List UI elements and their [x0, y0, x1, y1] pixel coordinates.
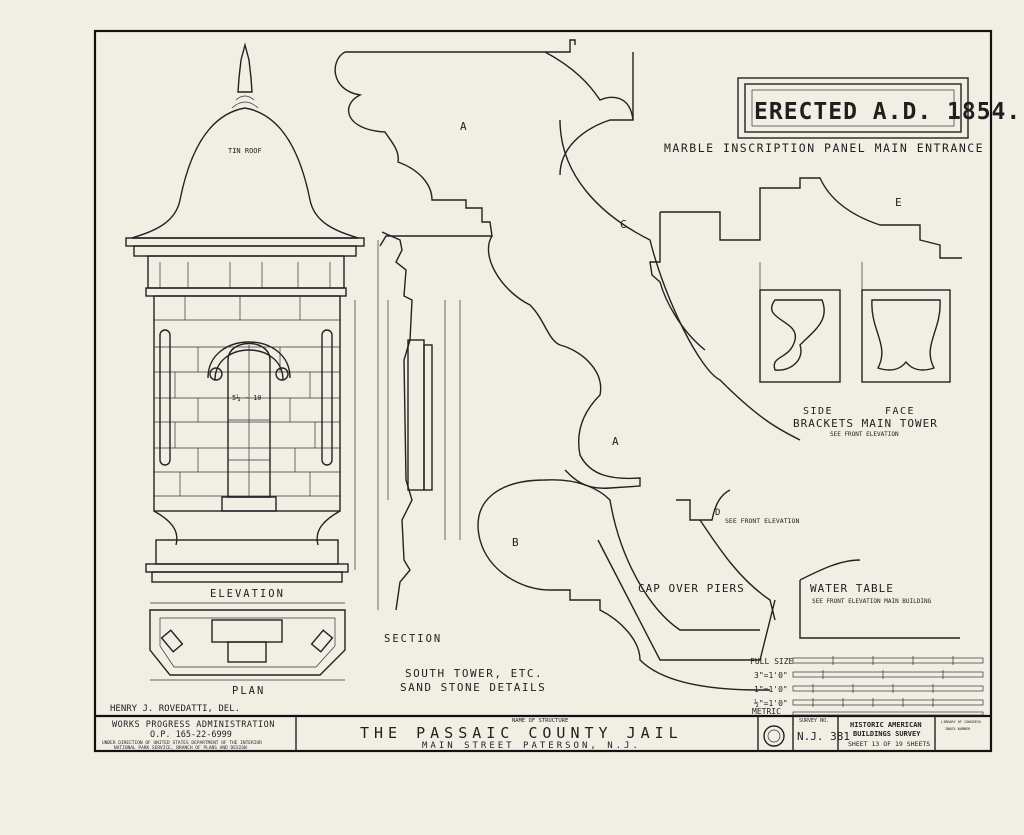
inscription-panel — [737, 77, 969, 139]
structure-name: THE PASSAIC COUNTY JAIL — [360, 724, 683, 742]
project-number: O.P. 165-22-6999 — [150, 730, 232, 740]
profile-label-d: D — [715, 508, 720, 518]
profile-label-c: C — [620, 218, 627, 231]
profile-label-e: E — [895, 196, 902, 209]
elevation-label: ELEVATION — [210, 588, 285, 600]
profile-a-lower — [487, 119, 801, 489]
tin-roof-note: TIN ROOF — [228, 147, 262, 155]
loc-note-1: LIBRARY OF CONGRESS — [941, 720, 981, 724]
sheet-border — [93, 29, 993, 753]
brackets-main-tower — [759, 262, 951, 383]
cap-over-piers-label: CAP OVER PIERS — [638, 582, 745, 595]
water-table-label: WATER TABLE — [810, 582, 894, 595]
section-label: SECTION — [384, 633, 442, 645]
profile-label-a-lower: A — [612, 435, 619, 448]
profile-a-upper — [334, 39, 634, 247]
direction-line-1: UNDER DIRECTION OF UNITED STATES DEPARTM… — [102, 740, 262, 746]
tower-section — [381, 231, 461, 611]
elevation-dimensions — [354, 240, 389, 610]
profile-label-a-upper: A — [460, 120, 467, 133]
scale-1in: 1"=1'0" — [754, 685, 788, 694]
profile-c — [544, 51, 962, 351]
tower-plan — [149, 602, 346, 681]
structure-location: MAIN STREET PATERSON, N.J. — [422, 741, 641, 751]
drafter-credit: HENRY J. ROVEDATTI, DEL. — [110, 704, 240, 714]
habs-line-1: HISTORIC AMERICAN — [850, 721, 922, 729]
brackets-note: SEE FRONT ELEVATION — [830, 431, 899, 438]
brackets-face-label: FACE — [885, 406, 915, 417]
d-note: SEE FRONT ELEVATION — [725, 517, 799, 525]
survey-no-caption: SURVEY NO. — [799, 718, 829, 724]
tower-title-line-2: SAND STONE DETAILS — [400, 681, 546, 694]
water-table — [799, 559, 960, 639]
name-of-structure-caption: NAME OF STRUCTURE — [512, 718, 568, 724]
brackets-side-label: SIDE — [803, 406, 833, 417]
scale-half-in: ½"=1'0" — [754, 698, 788, 708]
profile-label-b: B — [512, 536, 519, 549]
graphic-scales — [792, 656, 984, 716]
sheet-info: SHEET 13 OF 19 SHEETS — [848, 740, 930, 748]
scale-full-size: FULL SIZE — [750, 657, 794, 666]
profile-b — [477, 479, 776, 691]
habs-line-2: BUILDINGS SURVEY — [853, 730, 921, 738]
window-dimension: 5¼ · 10 — [232, 394, 262, 402]
title-block-dividers — [295, 716, 936, 751]
scale-3in: 3"=1'0" — [754, 671, 788, 680]
tower-elevation — [125, 42, 365, 583]
scale-metric: METRIC — [752, 707, 781, 716]
profile-d — [676, 489, 776, 621]
inscription-text: ERECTED A.D. 1854. — [754, 99, 1021, 125]
loc-note-2: INDEX NUMBER — [945, 727, 971, 731]
inscription-caption: MARBLE INSCRIPTION PANEL MAIN ENTRANCE — [664, 141, 984, 155]
plan-label: PLAN — [232, 685, 265, 697]
tower-title-line-1: SOUTH TOWER, ETC. — [405, 667, 543, 680]
water-table-note: SEE FRONT ELEVATION MAIN BUILDING — [812, 598, 932, 605]
survey-number: N.J. 381 — [797, 730, 850, 743]
brackets-title: BRACKETS MAIN TOWER — [793, 417, 938, 430]
direction-line-2: NATIONAL PARK SERVICE, BRANCH OF PLANS A… — [114, 745, 247, 751]
agency-name: WORKS PROGRESS ADMINISTRATION — [112, 720, 275, 730]
